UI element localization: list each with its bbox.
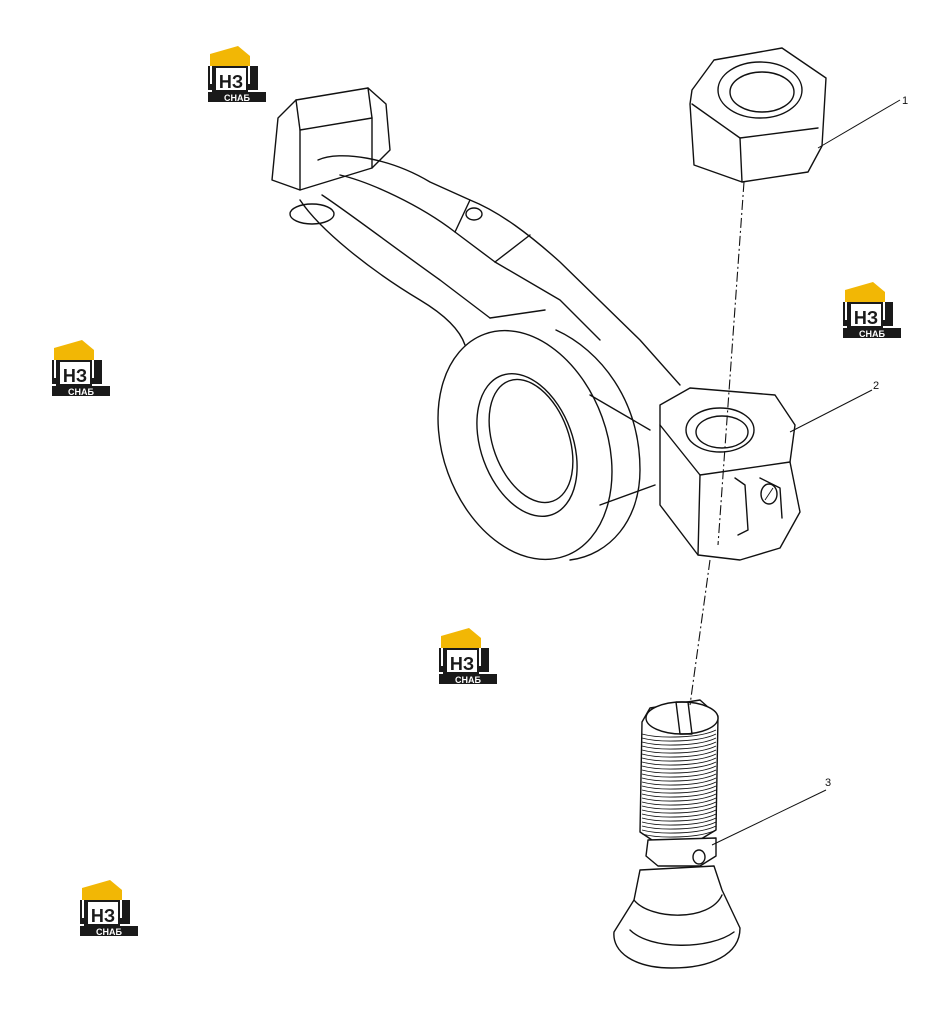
watermark-word: СНАБ bbox=[455, 675, 481, 685]
screw-thread-line bbox=[641, 809, 717, 818]
screw-thread-line bbox=[641, 813, 717, 822]
screw-thread-line bbox=[641, 817, 717, 826]
screw-thread-line bbox=[641, 773, 717, 782]
screw-thread-line bbox=[641, 769, 717, 778]
watermark-mark: НЗ bbox=[219, 72, 243, 92]
screw-thread-line bbox=[641, 801, 717, 810]
watermark-logo: НЗ СНАБ bbox=[80, 880, 138, 937]
screw-thread-line bbox=[641, 777, 717, 786]
screw-thread-line bbox=[641, 737, 717, 746]
watermark-mark: НЗ bbox=[91, 906, 115, 926]
screw-thread-line bbox=[641, 753, 717, 762]
watermark-word: СНАБ bbox=[224, 93, 250, 103]
assembly-axis-line-lower bbox=[689, 559, 711, 706]
screw-thread-line bbox=[641, 785, 717, 794]
screw-thread-line bbox=[641, 745, 717, 754]
watermark-mark: НЗ bbox=[854, 308, 878, 328]
callout-number-3: 3 bbox=[825, 777, 831, 789]
screw-thread-line bbox=[641, 729, 717, 738]
screw-thread-line bbox=[641, 805, 717, 814]
screw-thread-line bbox=[641, 733, 717, 742]
watermark-word: СНАБ bbox=[859, 329, 885, 339]
watermark-logo: НЗ СНАБ bbox=[439, 628, 497, 685]
screw-thread-line bbox=[641, 757, 717, 766]
callout-number-1: 1 bbox=[902, 95, 908, 107]
watermark-mark: НЗ bbox=[63, 366, 87, 386]
watermark-mark: НЗ bbox=[450, 654, 474, 674]
screw-thread-line bbox=[641, 797, 717, 806]
watermark-word: СНАБ bbox=[96, 927, 122, 937]
watermark-logo: НЗ СНАБ bbox=[843, 282, 901, 339]
callout-2: 2 bbox=[789, 380, 879, 433]
screw-thread-line bbox=[641, 749, 717, 758]
screw-thread-line bbox=[641, 741, 717, 750]
rocker-arm bbox=[271, 87, 801, 561]
assembly-axis-line bbox=[717, 181, 745, 546]
nut bbox=[689, 47, 827, 183]
screw-thread-line bbox=[641, 765, 717, 774]
screw-thread-line bbox=[641, 789, 717, 798]
screw-thread-line bbox=[641, 793, 717, 802]
screw-thread-line bbox=[641, 825, 717, 834]
screw-thread-line bbox=[641, 761, 717, 770]
callout-number-2: 2 bbox=[873, 380, 879, 392]
callout-3: 3 bbox=[711, 777, 831, 846]
watermark-logo: НЗ СНАБ bbox=[52, 340, 110, 397]
screw-thread-line bbox=[641, 781, 717, 790]
screw-thread-line bbox=[641, 829, 717, 838]
adjusting-screw bbox=[613, 699, 741, 969]
screw-thread-line bbox=[641, 821, 717, 830]
watermark-word: СНАБ bbox=[68, 387, 94, 397]
watermark-logo: НЗ СНАБ bbox=[208, 46, 266, 103]
callout-1: 1 bbox=[817, 95, 908, 149]
